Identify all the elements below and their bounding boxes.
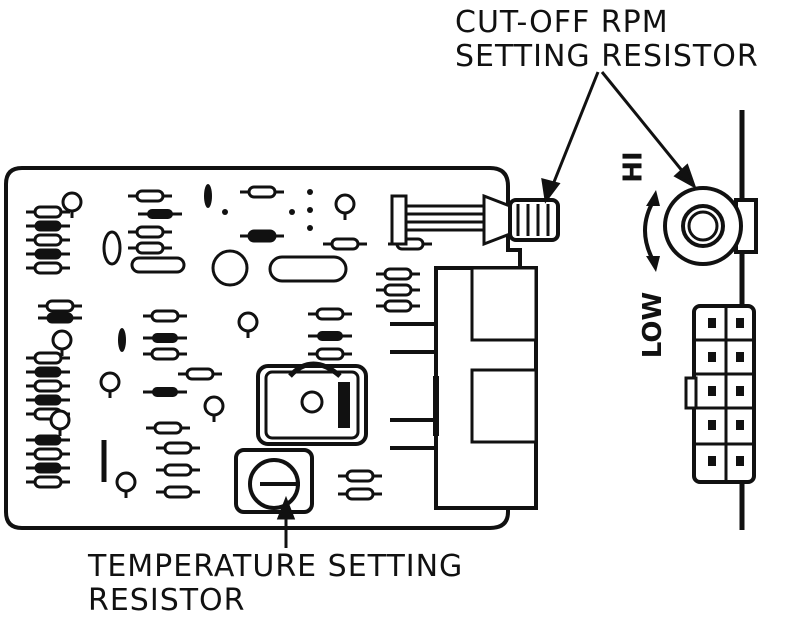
temperature-setting-label: TEMPERATURE SETTING RESISTOR — [88, 550, 463, 618]
cutoff-label-line2: SETTING RESISTOR — [455, 39, 759, 74]
temperature-setting-resistor — [234, 448, 314, 514]
knob-low-label: LOW — [638, 291, 669, 359]
leader-lines — [276, 71, 697, 548]
board-components — [49, 184, 356, 500]
temp-label-line2: RESISTOR — [88, 583, 246, 618]
knob-hi-label: HI — [618, 151, 649, 183]
cutoff-rpm-label: CUT-OFF RPM SETTING RESISTOR — [455, 6, 759, 74]
cutoff-label-line1: CUT-OFF RPM — [455, 5, 669, 40]
relay-component — [256, 361, 368, 446]
temp-label-line1: TEMPERATURE SETTING — [88, 549, 464, 584]
side-view-assembly — [643, 110, 758, 530]
cutoff-rpm-setting-resistor — [390, 193, 560, 247]
terminal-block — [390, 266, 538, 510]
